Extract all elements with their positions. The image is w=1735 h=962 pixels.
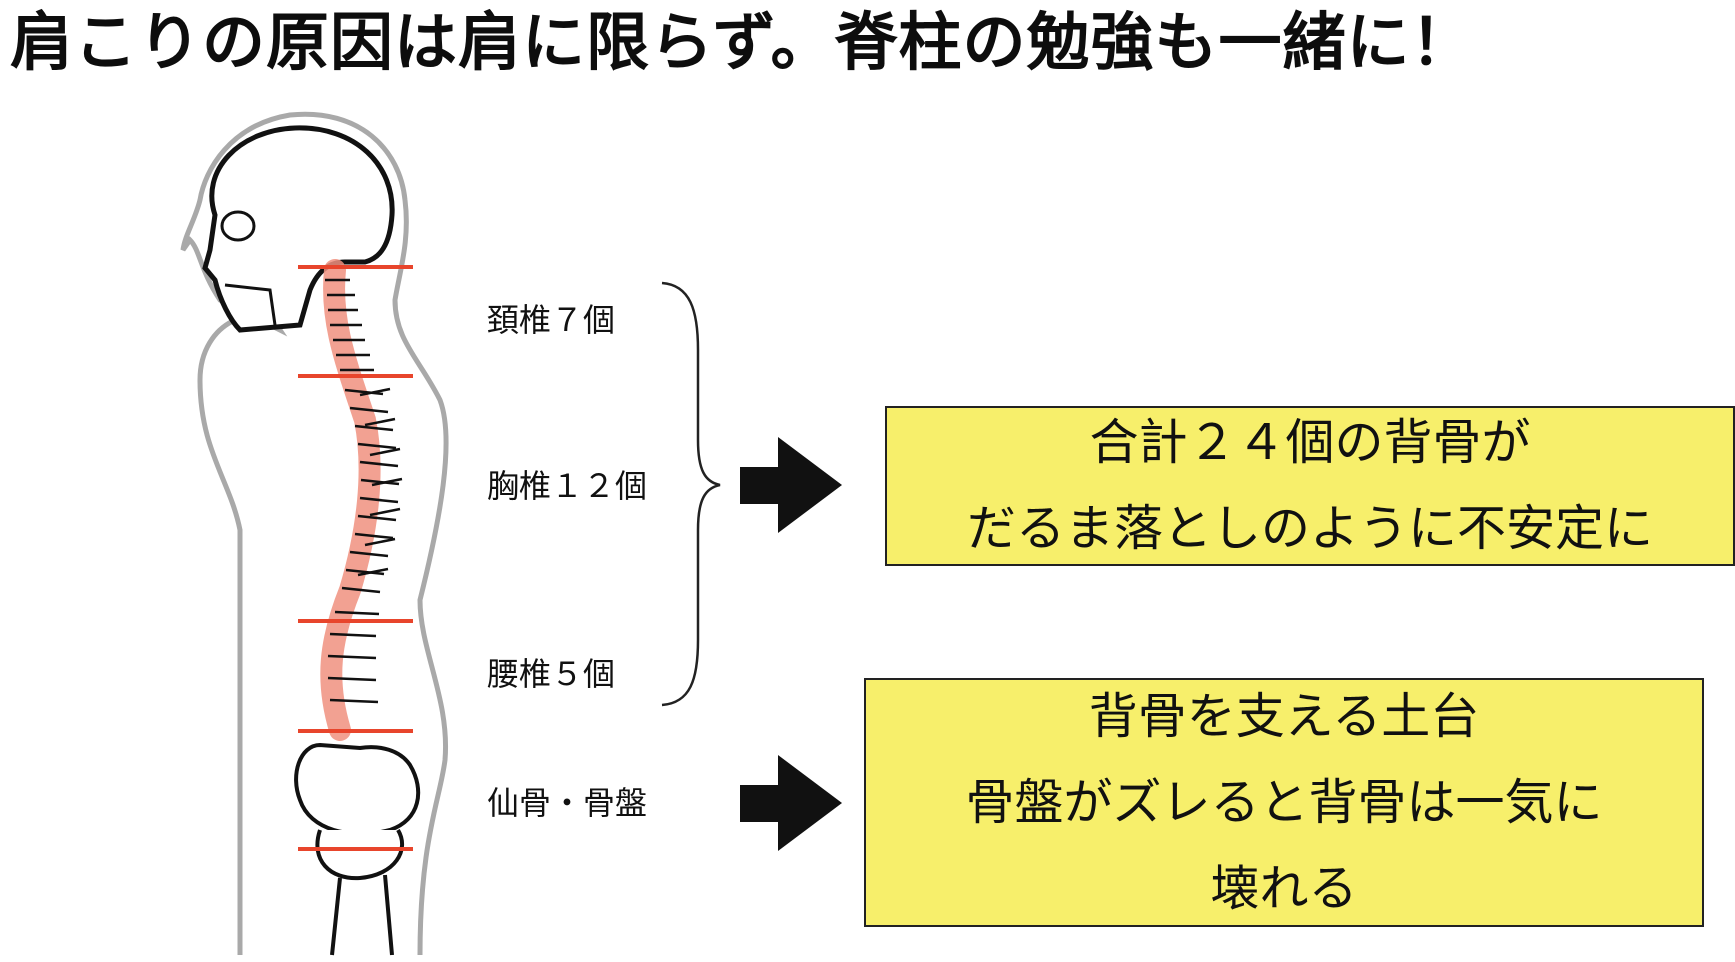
callout-line: 合計２４個の背骨が — [1089, 414, 1531, 471]
hip-joint — [315, 828, 405, 881]
arrow-right-icon — [740, 437, 842, 533]
femur — [330, 874, 394, 956]
jaw — [224, 283, 277, 326]
pelvis — [294, 742, 421, 836]
callout-line: だるま落としのように不安定に — [966, 500, 1653, 557]
label-thoracic: 胸椎１２個 — [487, 467, 648, 505]
spine-highlight — [320, 259, 381, 741]
arrow-right-icon — [740, 755, 842, 851]
label-sacrum-pelvis: 仙骨・骨盤 — [487, 784, 648, 822]
callout-line: 壊れる — [1210, 859, 1358, 917]
skull — [202, 125, 395, 333]
page-title: 肩こりの原因は肩に限らず。脊柱の勉強も一緒に！ — [10, 6, 1475, 79]
region-dividers — [298, 265, 413, 851]
callout-line: 骨盤がズレると背骨は一気に — [965, 773, 1603, 831]
callout-line: 背骨を支える土台 — [1088, 687, 1480, 745]
curly-brace — [661, 281, 721, 707]
callout-box-pelvis: 背骨を支える土台 骨盤がズレると背骨は一気に 壊れる — [864, 678, 1704, 927]
vertebrae — [325, 278, 403, 704]
callout-box-vertebrae: 合計２４個の背骨が だるま落としのように不安定に — [885, 406, 1735, 566]
label-lumbar: 腰椎５個 — [487, 655, 616, 693]
label-cervical: 頚椎７個 — [487, 301, 616, 339]
eye-socket — [220, 210, 256, 242]
